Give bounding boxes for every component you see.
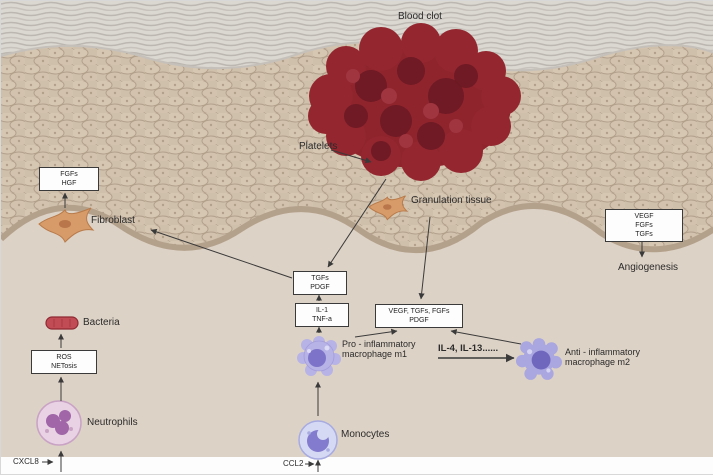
fibroblast-icon bbox=[38, 207, 95, 243]
monocyte-icon bbox=[298, 420, 338, 460]
blood-clot-label: Blood clot bbox=[398, 11, 442, 22]
platelets-label: Platelets bbox=[299, 141, 338, 152]
neutrophil-icon bbox=[36, 400, 82, 446]
granulation-tissue-label: Granulation tissue bbox=[411, 195, 492, 206]
bacteria-label: Bacteria bbox=[83, 317, 120, 328]
neutrophils-label: Neutrophils bbox=[87, 417, 138, 428]
stratum-corneum-layer bbox=[1, 1, 713, 71]
macrophage-m1-icon bbox=[297, 336, 341, 376]
ccl2-label: CCL2 bbox=[283, 459, 304, 468]
bottom-margin bbox=[1, 457, 713, 474]
fibroblast-label: Fibroblast bbox=[91, 215, 135, 226]
il4-il13-label: IL-4, IL-13...... bbox=[438, 343, 499, 354]
angiogenesis-label: Angiogenesis bbox=[618, 262, 679, 273]
bacteria-icon bbox=[45, 316, 79, 330]
monocytes-label: Monocytes bbox=[341, 429, 390, 440]
granulation-tissue-icon bbox=[368, 195, 409, 221]
macrophage-m2-icon bbox=[516, 338, 562, 380]
cxcl8-label: CXCL8 bbox=[13, 457, 39, 466]
blood-clot-illustration bbox=[308, 23, 521, 181]
